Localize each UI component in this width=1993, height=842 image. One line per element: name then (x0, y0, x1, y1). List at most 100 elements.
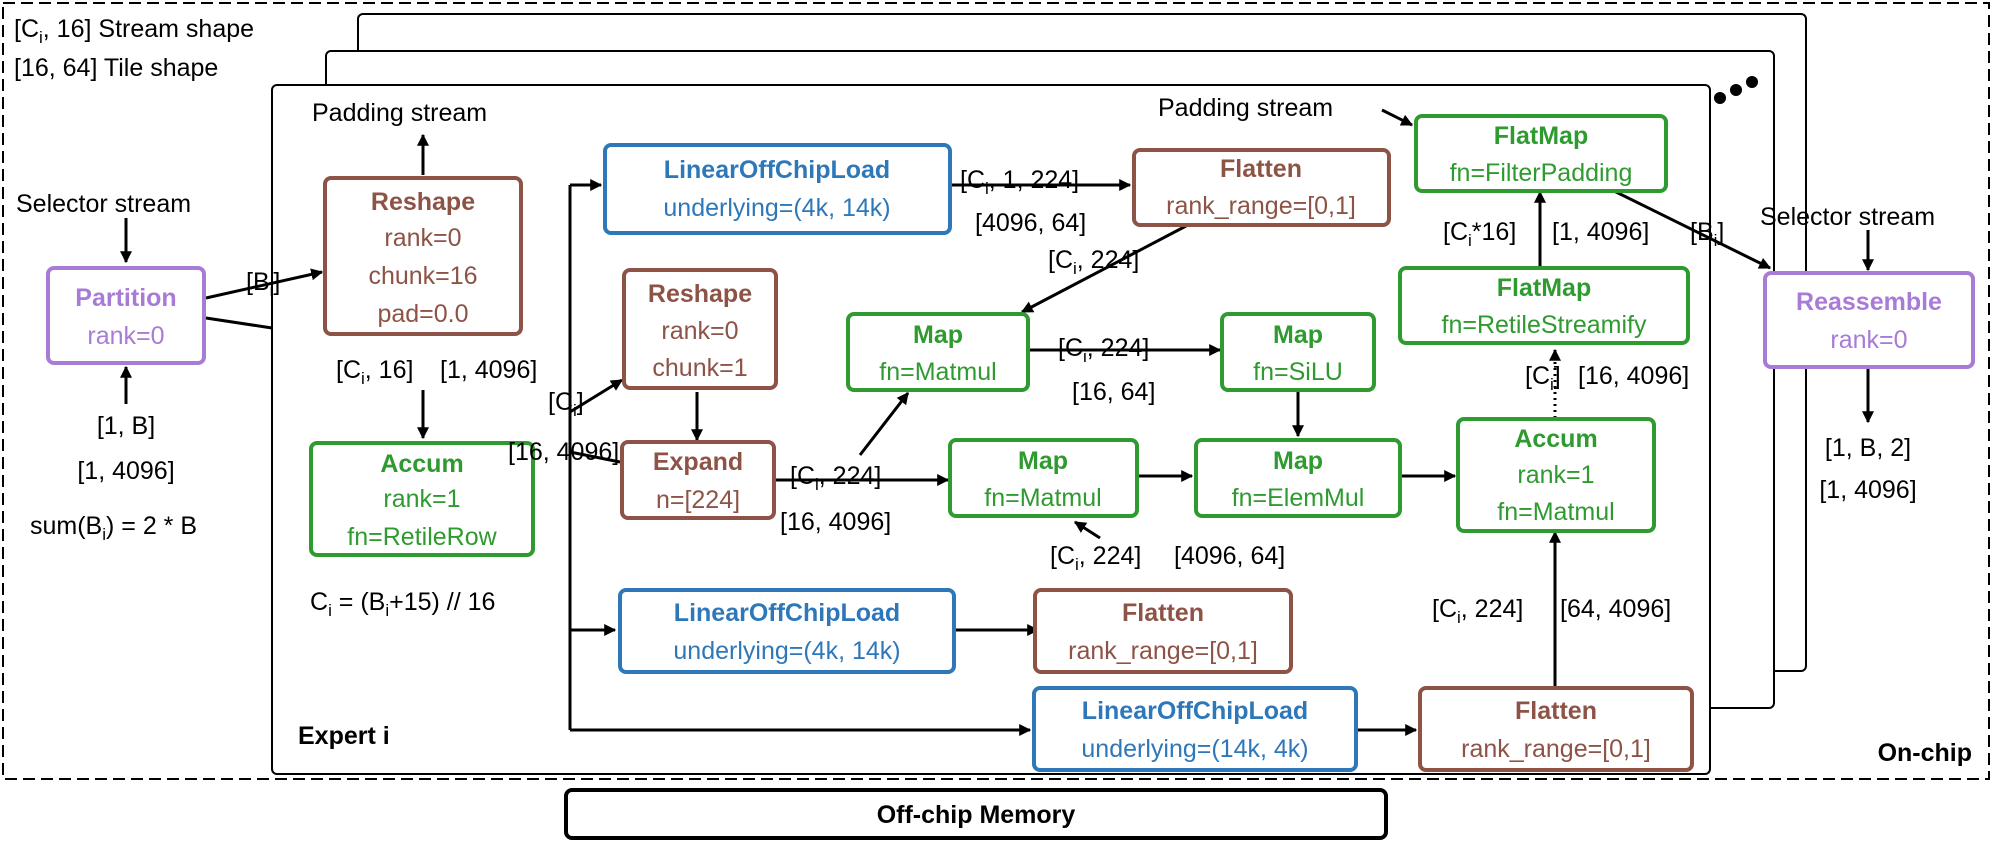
svg-text:rank=0: rank=0 (384, 224, 461, 252)
output-stream-shape: [1, B, 2] (1825, 434, 1911, 462)
svg-text:fn=Matmul: fn=Matmul (1497, 498, 1614, 526)
legend-stream-shape: [Ci, 16] Stream shape (14, 15, 254, 47)
ci-224-expand-label: [Ci, 224] (790, 462, 881, 494)
svg-text:fn=ElemMul: fn=ElemMul (1232, 484, 1365, 512)
svg-text:n=[224]: n=[224] (656, 486, 740, 514)
bi-label-left: [Bi] (246, 268, 280, 300)
ci-224-flatten-label: [Ci, 224] (1048, 246, 1139, 278)
svg-text:rank=1: rank=1 (1517, 461, 1594, 489)
ci-right-label: [Ci] (1525, 362, 1561, 394)
svg-text:rank=1: rank=1 (383, 485, 460, 513)
tile-4096x64-bottom: [4096, 64] (1174, 542, 1285, 570)
node-flatten-3[interactable]: Flatten rank_range=[0,1] (1418, 686, 1694, 772)
tile-64x4096-label: [64, 4096] (1560, 595, 1671, 623)
legend-tile-shape: [16, 64] Tile shape (14, 54, 218, 82)
sum-constraint: sum(Bi) = 2 * B (30, 512, 197, 544)
node-map-matmul-up[interactable]: Map fn=Matmul (948, 438, 1139, 518)
offchip-memory-label: Off-chip Memory (877, 801, 1076, 829)
svg-text:fn=Matmul: fn=Matmul (879, 358, 996, 386)
svg-text:chunk=16: chunk=16 (368, 262, 477, 290)
svg-text:underlying=(4k, 14k): underlying=(4k, 14k) (673, 637, 900, 665)
svg-text:Map: Map (1018, 447, 1068, 475)
node-flatmap-retilestreamify[interactable]: FlatMap fn=RetileStreamify (1398, 266, 1690, 345)
node-map-silu[interactable]: Map fn=SiLU (1220, 312, 1376, 392)
padding-stream-label-left: Padding stream (312, 99, 487, 127)
svg-text:Map: Map (1273, 321, 1323, 349)
node-partition[interactable]: Partition rank=0 (46, 266, 206, 365)
svg-text:rank=0: rank=0 (87, 322, 164, 350)
node-load-gate-weights[interactable]: LinearOffChipLoad underlying=(4k, 14k) (603, 143, 952, 235)
svg-text:Flatten: Flatten (1220, 155, 1302, 183)
input-stream-shape: [1, B] (97, 412, 155, 440)
node-reshape-chunk16[interactable]: Reshape rank=0 chunk=16 pad=0.0 (323, 176, 523, 336)
padding-stream-label-right: Padding stream (1158, 94, 1333, 122)
output-tile-shape: [1, 4096] (1819, 476, 1916, 504)
svg-text:underlying=(14k, 4k): underlying=(14k, 4k) (1081, 735, 1308, 763)
svg-text:FlatMap: FlatMap (1494, 122, 1588, 150)
ci-224-bottom-label: [Ci, 224] (1050, 542, 1141, 574)
svg-text:rank_range=[0,1]: rank_range=[0,1] (1166, 192, 1356, 220)
selector-stream-label-right: Selector stream (1760, 203, 1935, 231)
selector-stream-label-left: Selector stream (16, 190, 191, 218)
offchip-memory-box (564, 788, 1388, 840)
node-reshape-chunk1[interactable]: Reshape rank=0 chunk=1 (622, 268, 778, 390)
svg-text:Map: Map (1273, 447, 1323, 475)
svg-text:FlatMap: FlatMap (1497, 274, 1591, 302)
node-map-elemmul[interactable]: Map fn=ElemMul (1194, 438, 1402, 518)
svg-text:Partition: Partition (75, 284, 176, 312)
more-experts-icon (1714, 76, 1758, 104)
node-flatten-1[interactable]: Flatten rank_range=[0,1] (1132, 148, 1391, 227)
svg-text:rank=0: rank=0 (661, 317, 738, 345)
svg-text:rank_range=[0,1]: rank_range=[0,1] (1461, 735, 1651, 763)
ci-224-right-label: [Ci, 224] (1432, 595, 1523, 627)
ci-times-16-label: [Ci*16] (1443, 218, 1516, 250)
node-accum-matmul[interactable]: Accum rank=1 fn=Matmul (1456, 417, 1656, 533)
svg-text:pad=0.0: pad=0.0 (377, 300, 468, 328)
svg-text:Flatten: Flatten (1122, 599, 1204, 627)
node-map-matmul-gate[interactable]: Map fn=Matmul (846, 312, 1030, 392)
node-load-up-weights[interactable]: LinearOffChipLoad underlying=(4k, 14k) (618, 588, 956, 674)
svg-text:rank=0: rank=0 (1830, 326, 1907, 354)
tile-1x4096-right: [1, 4096] (1552, 218, 1649, 246)
tile-16x4096-branch: [16, 4096] (508, 438, 619, 466)
onchip-frame (2, 2, 1990, 780)
ci16-label: [Ci, 16] (336, 356, 413, 388)
ci-label-branch: [Ci] (548, 388, 584, 420)
svg-text:rank_range=[0,1]: rank_range=[0,1] (1068, 637, 1258, 665)
node-load-down-weights[interactable]: LinearOffChipLoad underlying=(14k, 4k) (1032, 686, 1358, 772)
onchip-label: On-chip (1878, 739, 1972, 767)
bi-label-right: [Bi] (1690, 218, 1724, 250)
node-accum-retilerow[interactable]: Accum rank=1 fn=RetileRow (309, 441, 535, 557)
svg-text:LinearOffChipLoad: LinearOffChipLoad (674, 599, 900, 627)
svg-text:Map: Map (913, 321, 963, 349)
svg-text:Expand: Expand (653, 448, 743, 476)
tile-16x4096-right: [16, 4096] (1578, 362, 1689, 390)
ci-1-224-label: [Ci, 1, 224] (960, 166, 1079, 198)
svg-text:fn=RetileRow: fn=RetileRow (347, 523, 497, 551)
svg-text:LinearOffChipLoad: LinearOffChipLoad (664, 156, 890, 184)
input-tile-shape: [1, 4096] (77, 457, 174, 485)
expert-label: Expert i (298, 722, 390, 750)
svg-text:underlying=(4k, 14k): underlying=(4k, 14k) (663, 194, 890, 222)
node-flatten-2[interactable]: Flatten rank_range=[0,1] (1033, 588, 1293, 674)
tile-16x64-label: [16, 64] (1072, 378, 1155, 406)
svg-text:LinearOffChipLoad: LinearOffChipLoad (1082, 697, 1308, 725)
node-reassemble[interactable]: Reassemble rank=0 (1763, 271, 1975, 369)
tile-4096x64-top: [4096, 64] (975, 209, 1086, 237)
tile-16x4096-expand: [16, 4096] (780, 508, 891, 536)
svg-text:Reshape: Reshape (648, 280, 752, 308)
svg-text:fn=SiLU: fn=SiLU (1253, 358, 1343, 386)
tile-1x4096-label: [1, 4096] (440, 356, 537, 384)
svg-text:chunk=1: chunk=1 (652, 354, 747, 382)
svg-text:Accum: Accum (380, 450, 463, 478)
svg-text:Accum: Accum (1514, 425, 1597, 453)
ci-formula: Ci = (Bi+15) // 16 (310, 588, 495, 620)
svg-text:fn=FilterPadding: fn=FilterPadding (1450, 159, 1633, 187)
node-flatmap-filterpadding[interactable]: FlatMap fn=FilterPadding (1414, 114, 1668, 193)
svg-text:Reshape: Reshape (371, 188, 475, 216)
node-expand[interactable]: Expand n=[224] (620, 440, 776, 520)
edges (120, 108, 1874, 736)
svg-text:fn=Matmul: fn=Matmul (984, 484, 1101, 512)
svg-text:Reassemble: Reassemble (1796, 288, 1942, 316)
